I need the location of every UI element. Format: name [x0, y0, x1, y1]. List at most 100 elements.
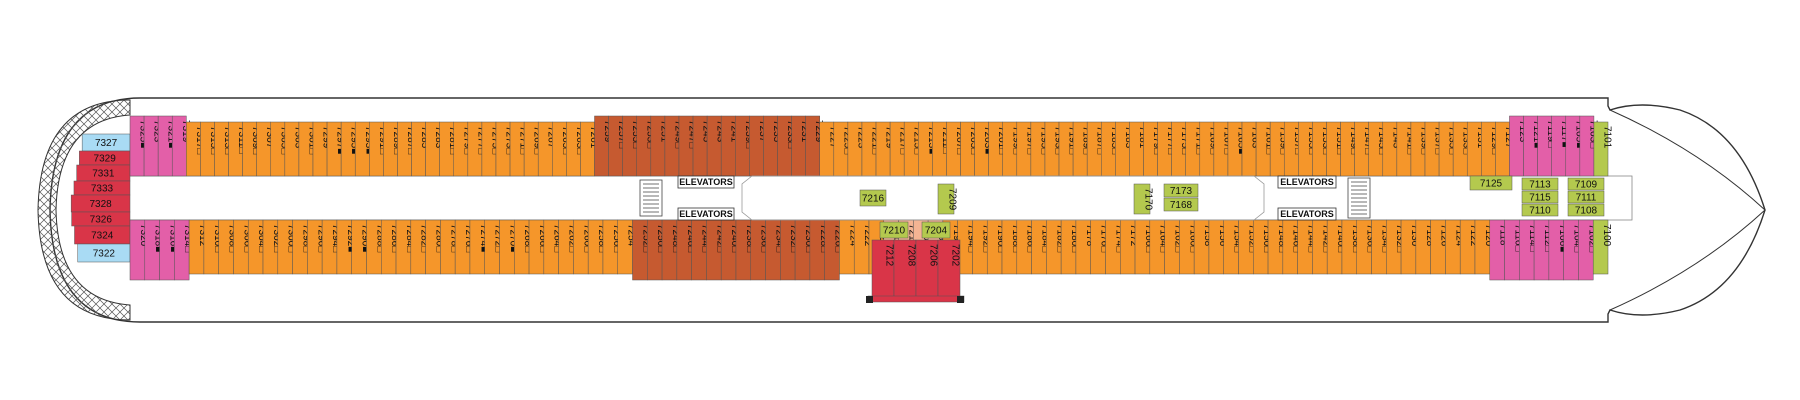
cabin-7304[interactable]: 7304□ — [247, 219, 267, 275]
cabin-7108[interactable]: 7108 — [1567, 203, 1605, 217]
cabin-7111[interactable]: 7111 — [1567, 190, 1605, 204]
cabin-7314[interactable]: 7314□ — [174, 219, 193, 281]
cabin-number: 7185□ — [1109, 126, 1120, 154]
cabin-number: 7301□ — [306, 126, 317, 154]
cabin-number: 7308□ — [227, 224, 238, 252]
cabin-number: 7120 — [1483, 224, 1494, 247]
cabin-number: 7172 — [1128, 224, 1139, 247]
cabin-number: 7310□ — [212, 224, 223, 252]
cabin-7301[interactable]: 7301□ — [298, 121, 318, 177]
cabin-number: 7130 — [1409, 224, 1420, 247]
cabin-7125[interactable]: 7125 — [1469, 175, 1513, 191]
cabin-number: 7326 — [90, 215, 113, 226]
cabin-number: 7157□ — [1292, 126, 1303, 154]
cabin-7173[interactable]: 7173 — [1163, 183, 1199, 198]
cabin-number: 7256□ — [611, 224, 622, 252]
suite-7212[interactable]: 7212 — [871, 239, 895, 301]
cabin-number: 7164□ — [1158, 224, 1169, 252]
cabin-number: 7132□ — [1394, 224, 1405, 252]
cabin-number: 7267 — [546, 126, 557, 149]
cabin-number: 7230□ — [803, 224, 814, 252]
cabin-7110[interactable]: 7110 — [1521, 203, 1559, 217]
cabin-number: 7280□ — [433, 224, 444, 252]
suite-7333[interactable]: 7333 — [73, 180, 131, 196]
cabin-7115[interactable]: 7115 — [1521, 190, 1559, 204]
cabin-number: 7324 — [91, 231, 114, 242]
cabin-number: 7153□ — [1320, 126, 1331, 154]
cabin-number: 7238□ — [744, 224, 755, 252]
cabin-number: 7243 — [715, 120, 726, 143]
cabin-7126[interactable]: 7126 — [1430, 219, 1450, 275]
cabin-7106[interactable]: 7106■ — [1548, 219, 1568, 281]
suite-7327[interactable]: 7327 — [81, 133, 131, 152]
cabin-number: 7174□ — [1113, 224, 1124, 252]
cabin-7256[interactable]: 7256□ — [602, 219, 622, 275]
cabin-number: 7138□ — [1350, 224, 1361, 252]
cabin-number: 7274■ — [478, 224, 489, 252]
cabin-7265[interactable]: 7265□ — [552, 121, 571, 177]
cabin-number: 7147□ — [1362, 126, 1373, 154]
cabin-number: 7255□ — [630, 120, 641, 148]
post-left — [866, 296, 873, 303]
cabin-number: 7117■ — [1559, 120, 1570, 148]
suite-7206[interactable]: 7206 — [915, 239, 939, 301]
cabin-7248[interactable]: 7248□ — [661, 219, 681, 281]
cabin-number: 7197□ — [1024, 126, 1035, 154]
cabin-7204[interactable]: 7204 — [921, 221, 951, 239]
cabin-7113[interactable]: 7113 — [1521, 177, 1559, 191]
suite-7326[interactable]: 7326 — [71, 211, 131, 227]
cabin-number: 7158 — [1202, 224, 1213, 247]
cabin-7285[interactable]: 7285 — [411, 121, 431, 177]
cabin-7321[interactable]: 7321■ — [157, 115, 177, 177]
cabin-7307[interactable]: 7307 — [256, 121, 276, 177]
cabin-number: 7144□ — [1306, 224, 1317, 252]
cabin-7100[interactable]: 7100 — [1592, 219, 1612, 275]
cabin-number: 7182□ — [1054, 224, 1065, 252]
cabin-7280[interactable]: 7280□ — [425, 219, 445, 275]
suite-7331[interactable]: 7331 — [76, 164, 131, 182]
cabin-7291[interactable]: 7291□ — [369, 121, 388, 177]
cabin-number: 7128 — [1424, 224, 1435, 247]
cabin-number: 7295■ — [349, 126, 360, 154]
cabin-number: 7252□ — [640, 224, 651, 252]
elevators-label-top-right: ELEVATORS — [1277, 175, 1337, 189]
cabin-7139[interactable]: 7139□ — [1410, 121, 1430, 177]
cabin-number: 7311□ — [236, 126, 247, 154]
cabin-number: 7245 — [701, 120, 712, 143]
cabin-7266[interactable]: 7266□ — [528, 219, 548, 275]
cabin-7168[interactable]: 7168 — [1163, 197, 1199, 212]
cabin-7210[interactable]: 7210 — [879, 221, 909, 239]
cabin-fill — [1567, 190, 1605, 204]
cabin-7308[interactable]: 7308□ — [218, 219, 238, 275]
suite-7208[interactable]: 7208 — [893, 239, 917, 301]
suite-7324[interactable]: 7324 — [74, 225, 131, 245]
cabin-7251[interactable]: 7251 — [650, 115, 670, 177]
cabin-number: 7196 — [951, 224, 962, 247]
suite-7322[interactable]: 7322 — [77, 243, 131, 263]
cabin-7101[interactable]: 7101 — [1593, 121, 1613, 177]
suite-7328[interactable]: 7328 — [70, 194, 131, 213]
cabin-7313[interactable]: 7313□ — [214, 121, 233, 177]
cabin-7216[interactable]: 7216 — [859, 189, 887, 207]
cabin-7209[interactable]: 7209 — [937, 183, 958, 215]
suite-7202[interactable]: 7202 — [937, 239, 961, 301]
cabin-7297[interactable]: 7297■ — [326, 121, 346, 177]
suite-7329[interactable]: 7329 — [79, 150, 131, 166]
svg-text:ELEVATORS: ELEVATORS — [679, 177, 733, 187]
cabin-7118[interactable]: 7118 — [1489, 219, 1509, 281]
cabin-number: 7306□ — [241, 224, 252, 252]
cabin-7159[interactable]: 7159□ — [1269, 121, 1289, 177]
cabin-7325[interactable]: 7325■ — [129, 115, 149, 177]
cabin-number: 7115 — [1529, 193, 1551, 204]
cabin-7109[interactable]: 7109 — [1567, 177, 1605, 191]
cabin-number: 7186□ — [1025, 224, 1036, 252]
cabin-7257[interactable]: 7257□ — [608, 115, 628, 177]
cabin-number: 7251 — [658, 120, 669, 143]
cabin-number: 7279□ — [461, 126, 472, 154]
cabin-7239[interactable]: 7239□ — [735, 115, 754, 177]
cabin-7170[interactable]: 7170 — [1133, 183, 1154, 215]
cabin-number: 7177□ — [1165, 126, 1176, 154]
cabin-fill — [1592, 219, 1609, 275]
